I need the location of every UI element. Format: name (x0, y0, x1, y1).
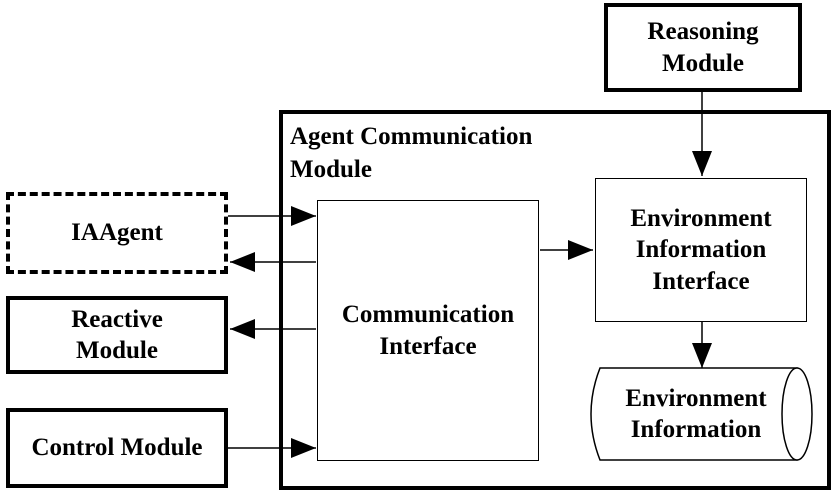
agent-communication-module-title: Agent Communication Module (290, 123, 533, 183)
environment-information-interface-label: Environment Information Interface (630, 205, 772, 295)
communication-interface-box: Communication Interface (317, 200, 539, 461)
iaagent-label: IAAgent (71, 219, 163, 247)
reactive-module-box: Reactive Module (6, 296, 228, 374)
communication-interface-label: Communication Interface (341, 301, 515, 360)
control-module-box: Control Module (6, 408, 228, 488)
control-module-label: Control Module (31, 434, 203, 462)
iaagent-box: IAAgent (6, 192, 228, 274)
env-info-cylinder (590, 367, 813, 461)
environment-information-interface-box: Environment Information Interface (595, 178, 807, 322)
reactive-module-label: Reactive Module (71, 305, 163, 364)
environment-information-label: Environment Information (625, 384, 767, 443)
environment-information-label-wrap: Environment Information (596, 370, 796, 458)
reasoning-module-box: Reasoning Module (604, 3, 802, 92)
reasoning-module-label: Reasoning Module (647, 18, 759, 77)
agent-communication-module-box (279, 110, 831, 490)
